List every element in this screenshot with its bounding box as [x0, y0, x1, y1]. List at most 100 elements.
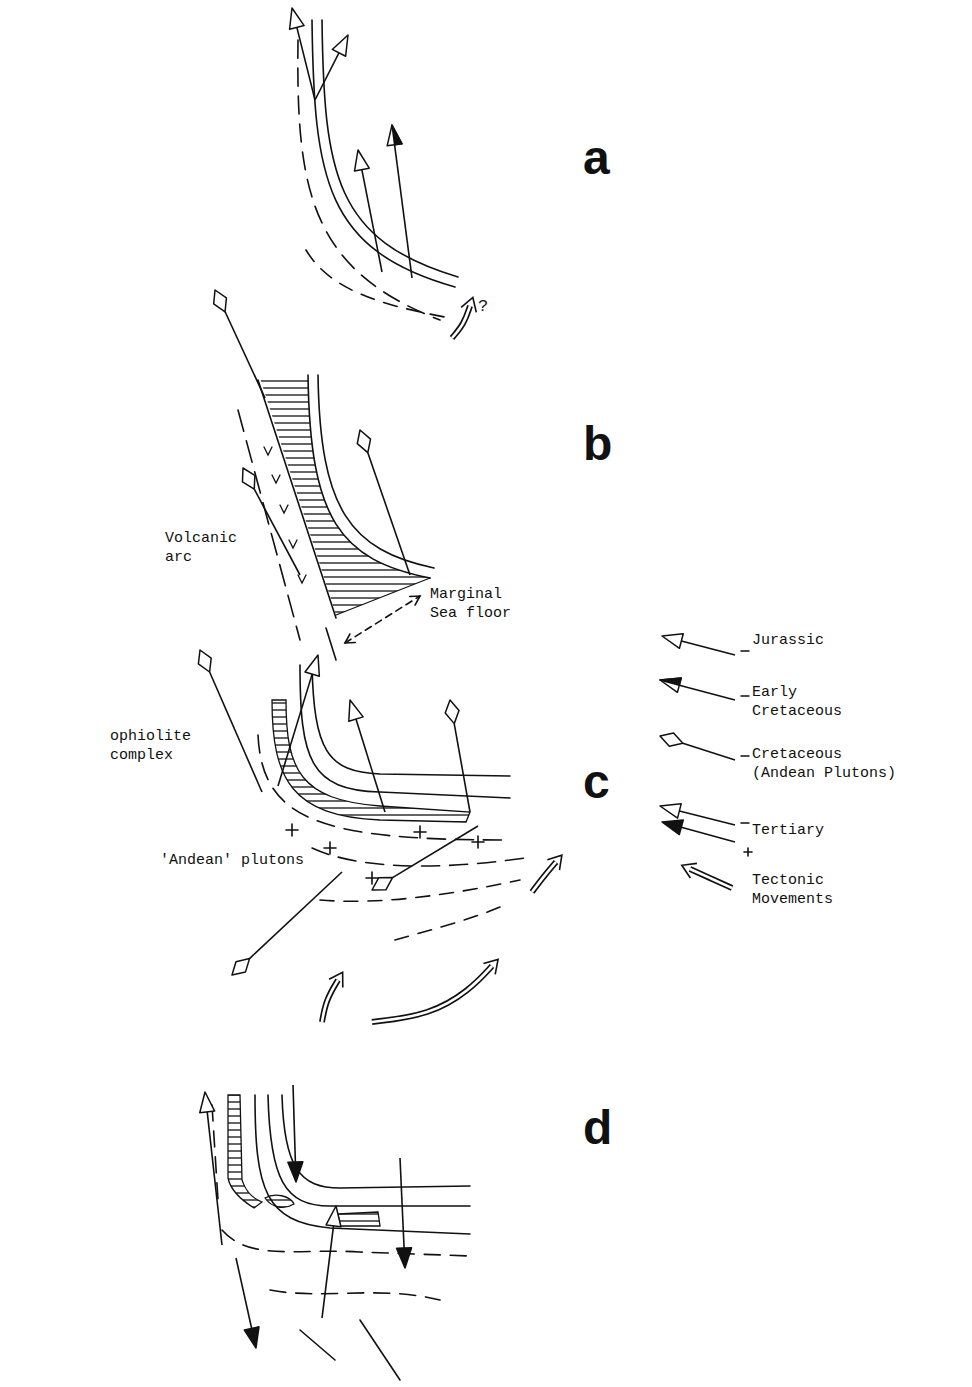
- tectonic-arrow-outer: [452, 306, 470, 338]
- pole-arrow-head: [288, 1162, 303, 1182]
- annotation-label: ?: [478, 296, 488, 317]
- legend-sample-shaft: [683, 743, 735, 760]
- legend-sample-head-fill: [660, 678, 681, 685]
- pole-arrow-head: [242, 468, 254, 489]
- volcanic-mark: [264, 447, 272, 455]
- tectonic-arrow-inner: [532, 862, 556, 892]
- pole-arrow-shaft: [368, 453, 410, 575]
- margin-line: [300, 665, 510, 798]
- spreading-arrow-head: [410, 596, 420, 605]
- pole-arrow-head: [372, 878, 393, 890]
- tectonic-arrow-outer: [322, 980, 338, 1022]
- margin-line: [312, 665, 510, 776]
- volcanic-arc-line: [258, 380, 336, 618]
- structural-trend: [270, 1290, 440, 1300]
- pole-arrow-shaft: [297, 27, 315, 100]
- polarity-sign: [741, 822, 749, 824]
- legend-sample-head: [662, 820, 683, 834]
- pluton-cross: [477, 836, 479, 848]
- tectonic-arrow-outer: [372, 966, 492, 1022]
- pole-arrow-shaft: [356, 719, 385, 812]
- legend-sample-head: [660, 733, 683, 746]
- pole-arrow-shaft: [395, 145, 412, 278]
- legend-sample-outer: [690, 869, 732, 888]
- legend-item: Tectonic Movements: [752, 872, 844, 910]
- polarity-sign: [741, 695, 749, 697]
- tectonic-arrow-head: [483, 959, 498, 974]
- annotation-label: Marginal Sea floor: [430, 586, 522, 624]
- pole-arrow-head: [445, 700, 459, 724]
- panel-letter: a: [583, 128, 610, 188]
- legend-sample-head: [662, 634, 683, 649]
- pole-arrow-head: [305, 655, 319, 676]
- pole-arrow-shaft: [393, 826, 478, 878]
- pole-arrow-shaft: [315, 53, 339, 100]
- pole-arrow-head: [332, 35, 348, 56]
- annotation-label: Volcanic arc: [165, 530, 245, 568]
- legend-sample-shaft: [679, 811, 735, 825]
- pole-arrow-head: [244, 1327, 259, 1348]
- pluton-cross: [291, 824, 293, 836]
- illustration: [198, 8, 752, 1380]
- pole-arrow-head: [357, 430, 370, 453]
- structural-trend: [360, 1320, 400, 1380]
- spreading-arrow-head: [345, 634, 355, 643]
- margin-line: [282, 1095, 470, 1188]
- legend-sample-shaft: [681, 641, 735, 655]
- volcanic-mark: [272, 475, 280, 483]
- legend-item: Tertiary: [752, 822, 824, 841]
- margin-line: [318, 375, 434, 568]
- pole-arrow-shaft: [236, 1258, 252, 1328]
- margin-line: [322, 20, 458, 277]
- pole-arrow-head: [355, 150, 370, 171]
- pole-arrow-head: [214, 290, 227, 312]
- structural-trend: [326, 628, 336, 660]
- structural-trend: [298, 40, 440, 320]
- annotation-label: 'Andean' plutons: [160, 852, 304, 871]
- legend-text: Jurassic: [752, 632, 824, 649]
- pole-arrow-head: [397, 1248, 412, 1268]
- pole-arrow-shaft: [207, 1112, 222, 1245]
- volcanic-mark: [289, 540, 297, 548]
- pole-arrow-shaft: [322, 1226, 334, 1318]
- legend-text: Early Cretaceous: [752, 684, 842, 720]
- structural-trend: [312, 848, 525, 866]
- pluton-cross: [371, 872, 373, 884]
- pluton-cross: [329, 842, 331, 854]
- pluton-cross: [419, 826, 421, 838]
- pole-arrow-shaft: [362, 170, 382, 272]
- margin-line: [312, 20, 455, 287]
- pole-arrow-head: [198, 650, 211, 672]
- tectonic-arrow-inner: [372, 966, 492, 1022]
- pole-arrow-head: [200, 1092, 215, 1113]
- legend-sample-shaft: [681, 827, 735, 842]
- pole-arrow-head: [387, 125, 402, 146]
- pole-arrow-head: [349, 700, 363, 721]
- tectonic-arrow-head: [547, 855, 562, 870]
- structural-trend: [306, 250, 450, 318]
- panel-letter: b: [583, 414, 612, 474]
- pole-arrow-shaft: [225, 312, 265, 398]
- legend-item: Early Cretaceous: [752, 684, 852, 722]
- legend-text: Tectonic Movements: [752, 872, 833, 908]
- margin-line: [255, 1095, 470, 1234]
- polarity-sign: [747, 848, 749, 856]
- legend-text: Cretaceous (Andean Plutons): [752, 746, 896, 782]
- pole-arrow-shaft: [278, 674, 312, 786]
- volcanic-mark: [280, 505, 288, 513]
- spreading-arrow: [345, 596, 420, 643]
- tectonic-arrow-head: [461, 297, 476, 312]
- pole-arrow-shaft: [293, 1085, 295, 1162]
- tectonic-arrow-inner: [322, 980, 338, 1022]
- margin-line: [308, 375, 430, 578]
- legend-sample-inner: [690, 869, 732, 888]
- structural-trend: [395, 905, 505, 940]
- panel-letter: c: [583, 752, 610, 812]
- pole-arrow-head: [290, 8, 305, 29]
- structural-trend: [320, 880, 520, 901]
- legend-sample-head: [660, 804, 681, 819]
- legend-item: Cretaceous (Andean Plutons): [752, 746, 902, 784]
- polarity-sign: [741, 755, 749, 757]
- legend-sample-head: [660, 678, 681, 692]
